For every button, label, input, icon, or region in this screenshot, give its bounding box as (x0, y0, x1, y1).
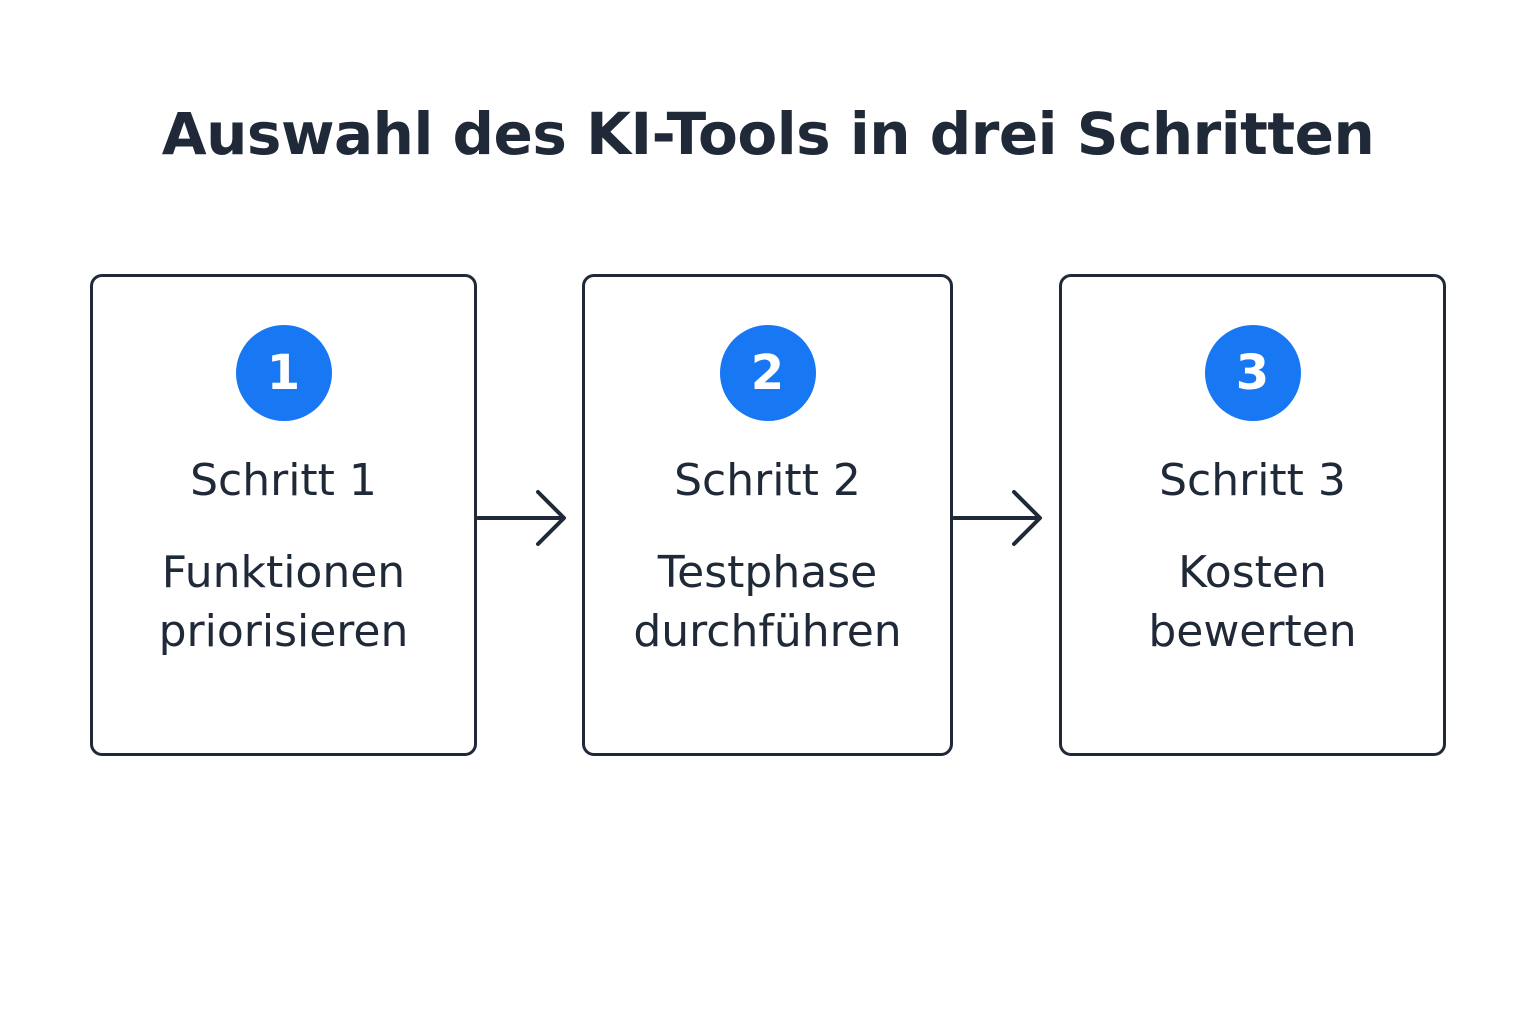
page-title: Auswahl des KI-Tools in drei Schritten (161, 100, 1375, 168)
step-description-line-2: durchführen (633, 606, 902, 657)
step-description: Funktionen priorisieren (93, 543, 474, 661)
step-label: Schritt 1 (190, 455, 377, 506)
step-description-line-1: Testphase (657, 547, 878, 598)
step-number-badge: 3 (1204, 325, 1301, 421)
step-description: Kosten bewerten (1062, 543, 1443, 661)
step-label: Schritt 2 (674, 455, 861, 506)
step-number-badge: 2 (719, 325, 816, 421)
arrow-right-icon (952, 488, 1044, 548)
step-box-3: 3 Schritt 3 Kosten bewerten (1059, 274, 1446, 756)
arrow-right-icon (476, 488, 568, 548)
step-description: Testphase durchführen (585, 543, 950, 661)
step-label: Schritt 3 (1159, 455, 1346, 506)
step-description-line-2: bewerten (1148, 606, 1357, 657)
step-description-line-1: Funktionen (161, 547, 406, 598)
step-description-line-2: priorisieren (158, 606, 409, 657)
step-box-1: 1 Schritt 1 Funktionen priorisieren (90, 274, 477, 756)
step-number-badge: 1 (235, 325, 332, 421)
step-box-2: 2 Schritt 2 Testphase durchführen (582, 274, 953, 756)
step-description-line-1: Kosten (1178, 547, 1327, 598)
